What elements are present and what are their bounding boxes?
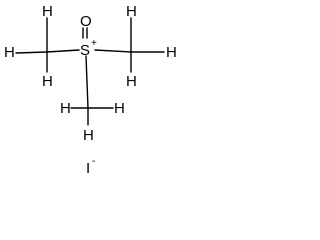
bond-c-h-left-side	[15, 51, 48, 54]
hydrogen-right-side-label: H	[166, 44, 177, 61]
molecule-structure-diagram: O S + H H H H H H H H H I -	[4, 3, 177, 177]
bond-s-c-right	[94, 49, 132, 53]
oxygen-atom-label: O	[80, 13, 92, 30]
sulfur-atom-label: S	[80, 42, 90, 59]
hydrogen-left-side-label: H	[4, 44, 15, 61]
iodide-charge-label: -	[92, 156, 95, 167]
hydrogen-down-left-label: H	[60, 100, 71, 117]
iodide-ion-label: I	[86, 160, 90, 177]
bond-s-c-left	[46, 49, 80, 53]
hydrogen-right-top-label: H	[126, 3, 137, 20]
bond-s-c-down	[85, 55, 89, 109]
hydrogen-right-bottom-label: H	[126, 73, 137, 90]
sulfur-charge-label: +	[91, 38, 97, 49]
hydrogen-down-right-label: H	[114, 100, 125, 117]
hydrogen-down-bottom-label: H	[83, 127, 94, 144]
chemical-structure-canvas: O S + H H H H H H H H H I -	[0, 0, 182, 181]
hydrogen-left-bottom-label: H	[42, 73, 53, 90]
hydrogen-left-top-label: H	[42, 3, 53, 20]
